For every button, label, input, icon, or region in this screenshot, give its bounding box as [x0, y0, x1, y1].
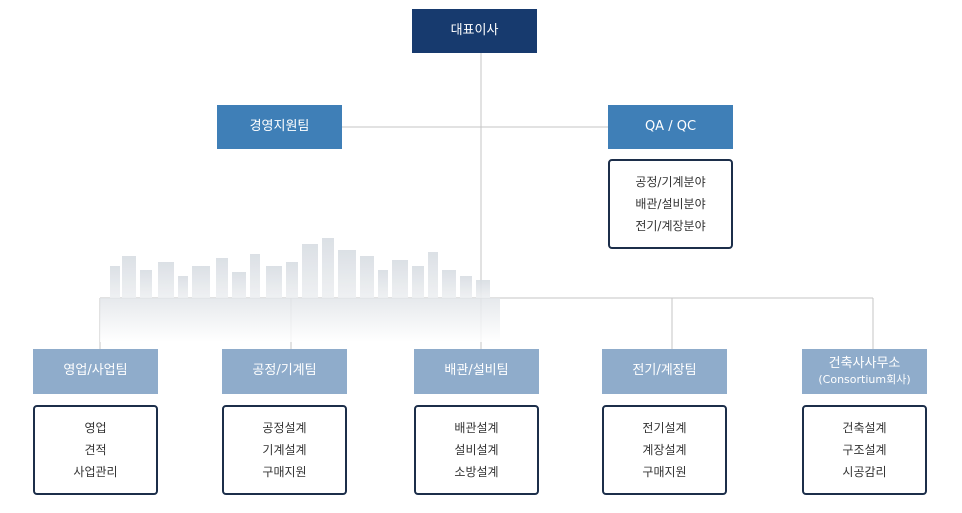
qa-qc-item: 공정/기계분야: [635, 175, 706, 189]
dept-name: 전기/계장팀: [632, 363, 697, 379]
qa-qc-item: 전기/계장분야: [635, 219, 706, 233]
dept-box-architecture: 건축사사무소 (Consortium회사): [802, 349, 927, 394]
dept-item: 건축설계: [842, 421, 887, 435]
dept-box-piping: 배관/설비팀: [414, 349, 539, 394]
dept-item: 구매지원: [262, 465, 307, 479]
dept-items-architecture: 건축설계 구조설계 시공감리: [802, 405, 927, 495]
city-skyline-image: [100, 238, 500, 342]
dept-item: 구조설계: [842, 443, 887, 457]
dept-name: 배관/설비팀: [444, 363, 509, 379]
dept-items-process: 공정설계 기계설계 구매지원: [222, 405, 347, 495]
dept-item: 소방설계: [454, 465, 499, 479]
dept-item: 기계설계: [262, 443, 307, 457]
dept-items-electrical: 전기설계 계장설계 구매지원: [602, 405, 727, 495]
dept-item: 사업관리: [73, 465, 118, 479]
dept-name: 영업/사업팀: [63, 363, 128, 379]
dept-item: 전기설계: [642, 421, 687, 435]
dept-item: 설비설계: [454, 443, 499, 457]
dept-item: 공정설계: [262, 421, 307, 435]
ceo-box: 대표이사: [412, 9, 537, 53]
dept-name: 공정/기계팀: [252, 363, 317, 379]
dept-box-sales: 영업/사업팀: [33, 349, 158, 394]
qa-qc-item: 배관/설비분야: [635, 197, 706, 211]
dept-item: 구매지원: [642, 465, 687, 479]
dept-item: 견적: [84, 443, 107, 457]
dept-item: 시공감리: [842, 465, 887, 479]
management-team-box: 경영지원팀: [217, 105, 342, 149]
dept-box-process: 공정/기계팀: [222, 349, 347, 394]
dept-name: 건축사사무소: [828, 355, 901, 371]
dept-item: 영업: [84, 421, 107, 435]
qa-qc-items-box: 공정/기계분야 배관/설비분야 전기/계장분야: [608, 159, 733, 249]
dept-items-piping: 배관설계 설비설계 소방설계: [414, 405, 539, 495]
qa-qc-box: QA / QC: [608, 105, 733, 149]
dept-items-sales: 영업 견적 사업관리: [33, 405, 158, 495]
dept-subtitle: (Consortium회사): [818, 372, 911, 386]
ceo-label: 대표이사: [450, 22, 499, 38]
dept-item: 계장설계: [642, 443, 687, 457]
dept-box-electrical: 전기/계장팀: [602, 349, 727, 394]
dept-item: 배관설계: [454, 421, 499, 435]
management-team-label: 경영지원팀: [249, 118, 310, 134]
qa-qc-label: QA / QC: [644, 118, 697, 134]
